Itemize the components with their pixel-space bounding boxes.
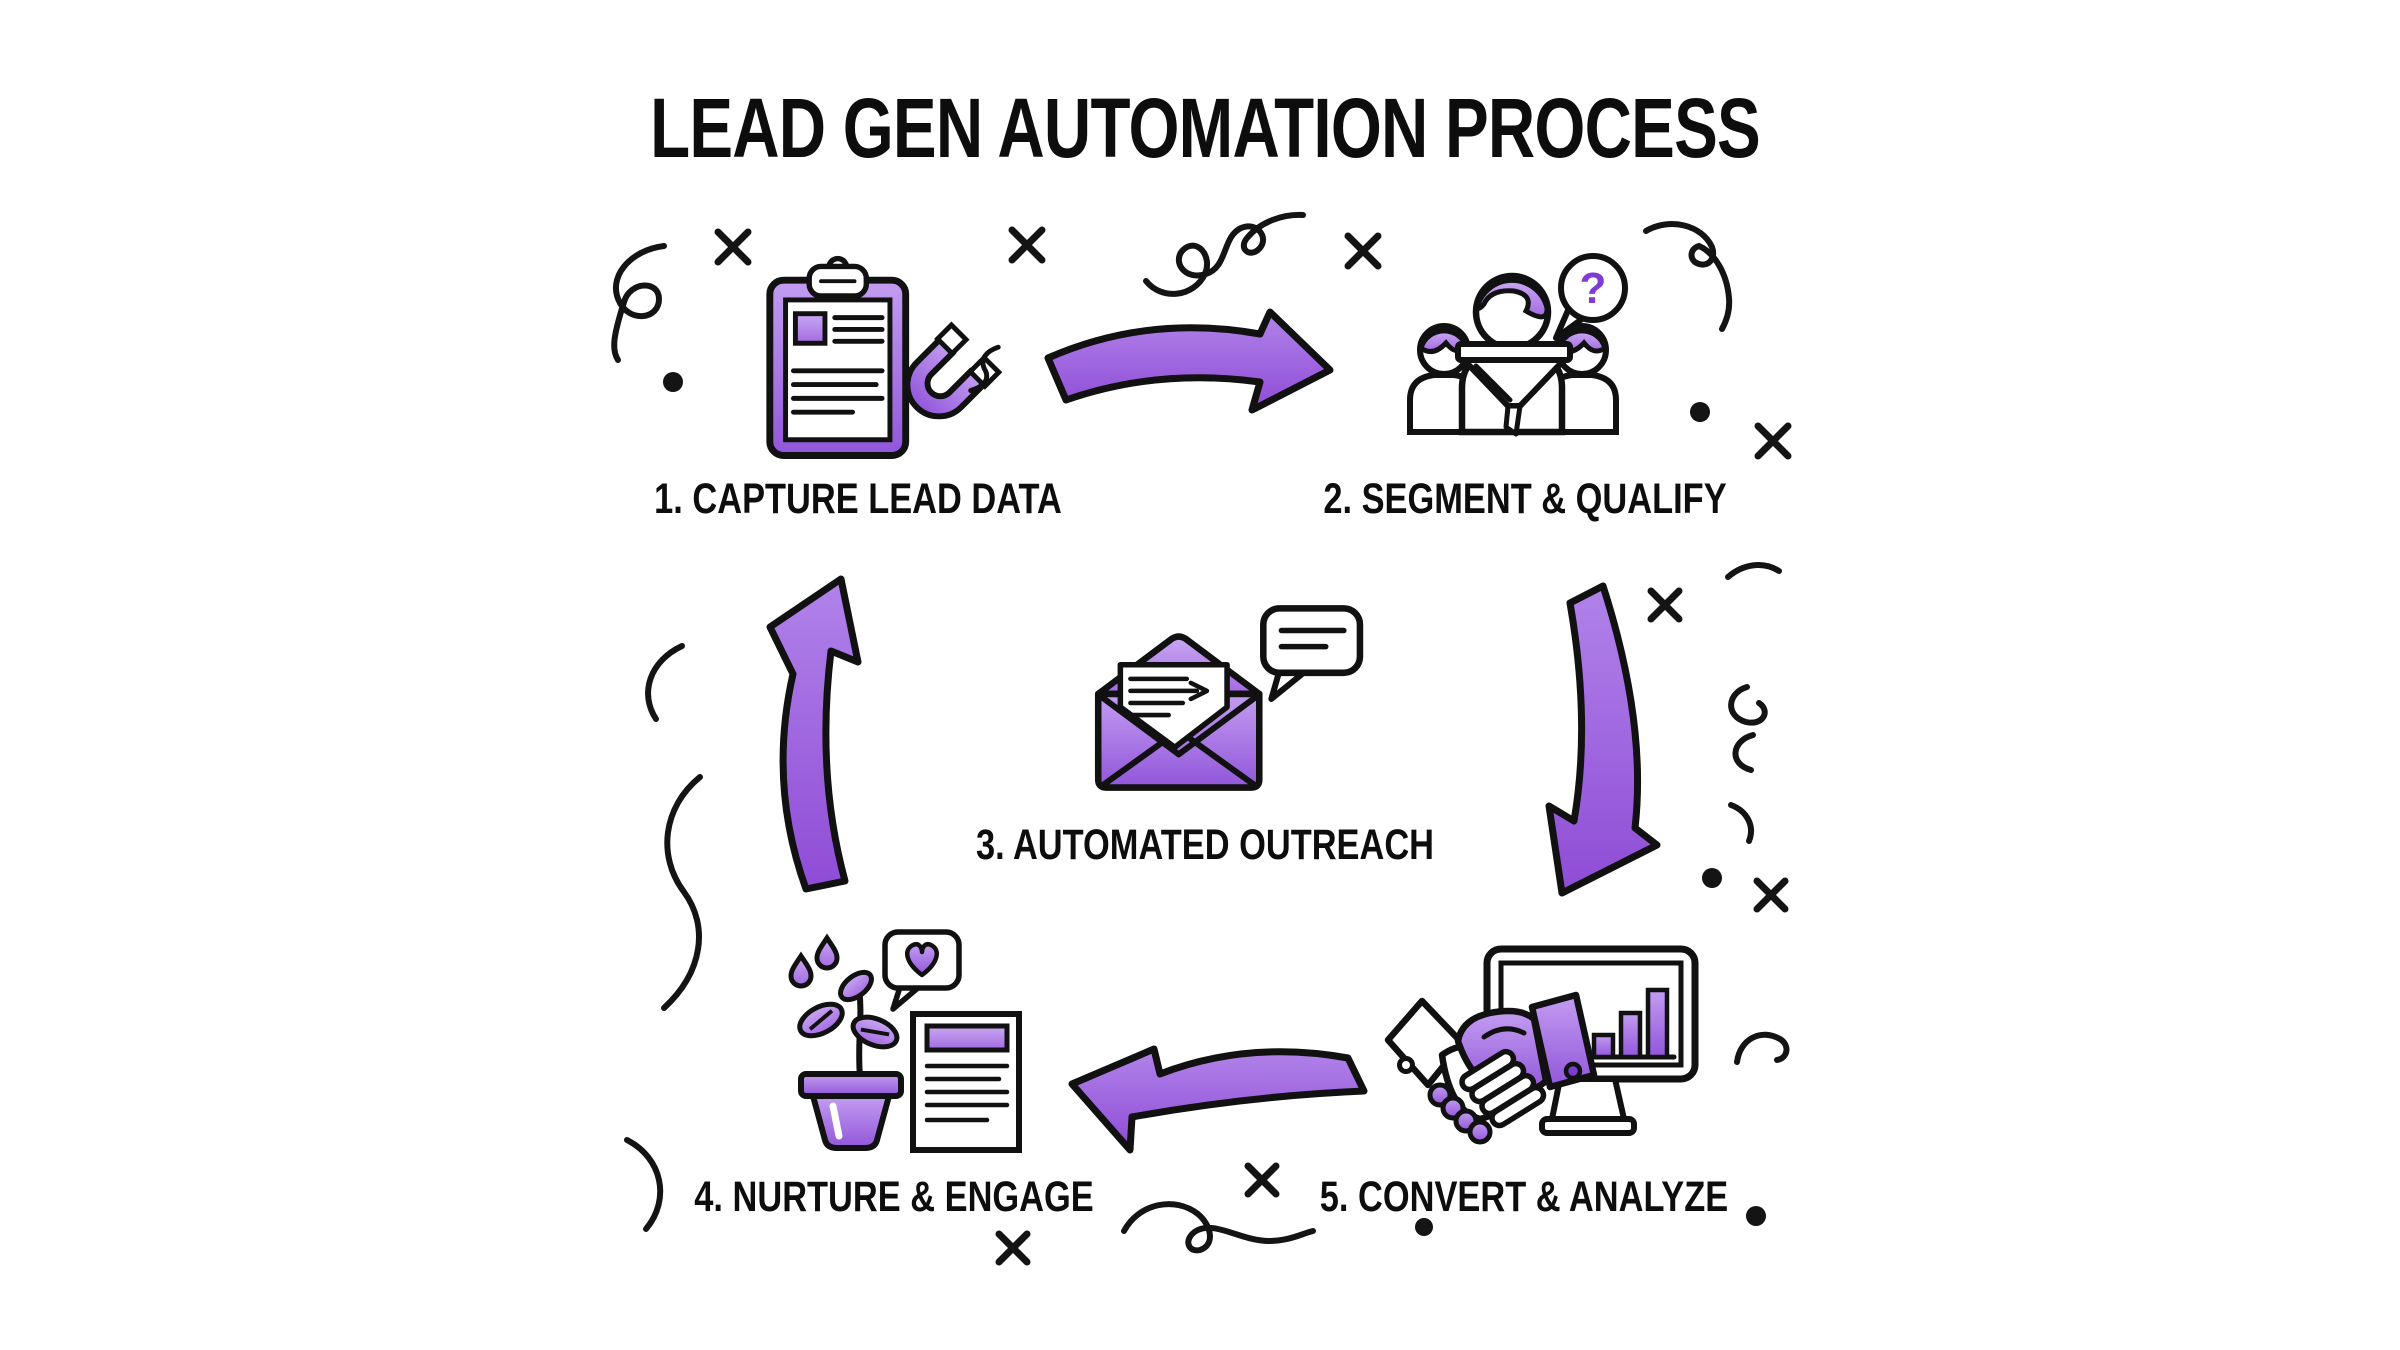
dot-doodle [1702,868,1722,888]
step-3-label: 3. AUTOMATED OUTREACH [975,821,1435,869]
funnel-icon [1455,341,1573,437]
page-title: LEAD GEN AUTOMATION PROCESS [650,81,1761,175]
squiggle-doodle [1143,211,1306,297]
squiggle-doodle [1725,562,1782,580]
squiggle-doodle [1728,684,1768,726]
arrow-step5-to-step4 [1068,1045,1368,1154]
x-mark-doodle [1008,226,1046,264]
step-1-label: 1. CAPTURE LEAD DATA [654,475,1062,523]
squiggle-doodle [611,243,667,363]
document-icon [910,1011,1022,1153]
step-4-label: 4. NURTURE & ENGAGE [694,1173,1094,1221]
heart-bubble-icon [882,929,962,1012]
plant-icon [797,969,904,1151]
squiggle-doodle [1734,1031,1790,1065]
squiggle-doodle [1121,1201,1316,1254]
question-mark: ? [1580,264,1607,313]
squiggle-doodle [661,774,703,1011]
handshake-icon [1384,991,1598,1145]
x-mark-doodle [1344,232,1382,270]
handshake-analytics-icon [1384,945,1699,1145]
squiggle-doodle [1732,732,1756,773]
dot-doodle [1690,402,1710,422]
x-mark-doodle [1753,877,1789,913]
envelope-chat-icon [1094,605,1364,791]
dot-doodle [663,372,683,392]
arrow-step4-to-step1 [766,575,862,893]
step-2-label: 2. SEGMENT & QUALIFY [1323,475,1727,523]
x-mark-doodle [1754,422,1792,460]
squiggle-doodle [645,643,685,722]
water-drops-icon [788,933,840,989]
x-mark-doodle [995,1230,1031,1266]
question-bubble-icon: ? [1553,253,1628,341]
chat-bubble-icon [1260,605,1364,702]
dot-doodle [1746,1206,1766,1226]
x-mark-doodle [1244,1162,1280,1198]
x-mark-doodle [714,228,752,266]
audience-funnel-icon: ? [1407,253,1628,437]
magnet-icon [904,321,1003,420]
squiggle-doodle [624,1137,664,1232]
arrow-step1-to-step2 [1044,308,1334,414]
clipboard-magnet-icon [766,255,1003,459]
arrow-step2-to-step5 [1545,582,1661,897]
squiggle-doodle [1728,802,1754,844]
step-5-label: 5. CONVERT & ANALYZE [1319,1173,1729,1221]
plant-growth-icon [788,929,1022,1153]
letter-icon [1117,661,1230,751]
